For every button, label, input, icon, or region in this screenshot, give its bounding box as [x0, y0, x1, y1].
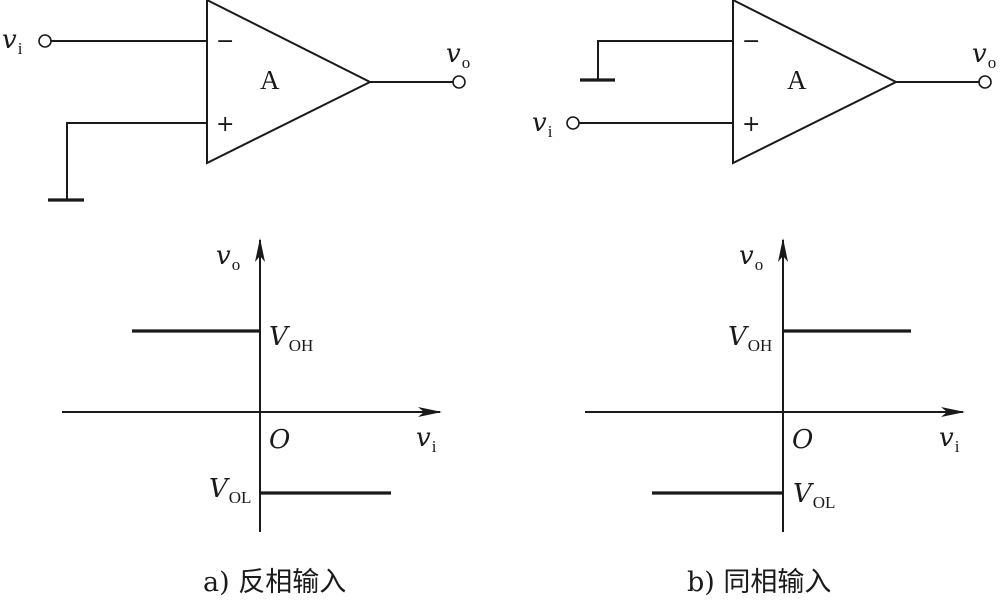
y-axis-label: vo: [739, 241, 763, 274]
x-axis-label: vi: [416, 423, 437, 456]
amp-label: A: [260, 65, 280, 95]
vol-label: VOL: [793, 479, 835, 512]
panel-b-circuit: A − + vi vo: [532, 0, 996, 165]
noninverting-input-sign: +: [216, 112, 234, 137]
panel-a-circuit: A − + vi vo: [2, 0, 470, 202]
output-label: vo: [972, 39, 996, 72]
op-amp-triangle: [206, 0, 373, 165]
vol-label: VOL: [209, 474, 251, 507]
panel-b-noninverting: A − + vi vo vo vi O VOH VOL b: [532, 0, 996, 598]
input-terminal: [566, 116, 580, 130]
origin-label: O: [792, 425, 813, 455]
panel-a-transfer-graph: vo vi O VOH VOL: [62, 238, 442, 532]
input-label: vi: [2, 25, 23, 58]
inverting-input-sign: −: [216, 29, 234, 54]
panel-b-caption: b) 同相输入: [687, 567, 831, 598]
noninverting-input-sign: +: [742, 112, 760, 137]
output-terminal: [978, 75, 992, 89]
x-axis-label: vi: [939, 423, 960, 456]
y-axis-label: vo: [216, 241, 240, 274]
ground-wire: [597, 40, 733, 80]
panel-a-inverting: A − + vi vo vo vi O VOH VOL a: [2, 0, 470, 598]
input-label: vi: [532, 108, 553, 141]
origin-label: O: [269, 425, 290, 455]
output-terminal: [452, 75, 466, 89]
panel-b-transfer-graph: vo vi O VOH VOL: [585, 238, 965, 532]
amp-label: A: [787, 65, 807, 95]
ground-wire: [66, 122, 207, 200]
op-amp-triangle: [732, 0, 899, 165]
inverting-input-sign: −: [742, 29, 760, 54]
panel-a-caption: a) 反相输入: [203, 567, 346, 598]
output-label: vo: [446, 39, 470, 72]
input-terminal: [38, 34, 52, 48]
voh-label: VOH: [269, 322, 313, 355]
voh-label: VOH: [728, 322, 772, 355]
